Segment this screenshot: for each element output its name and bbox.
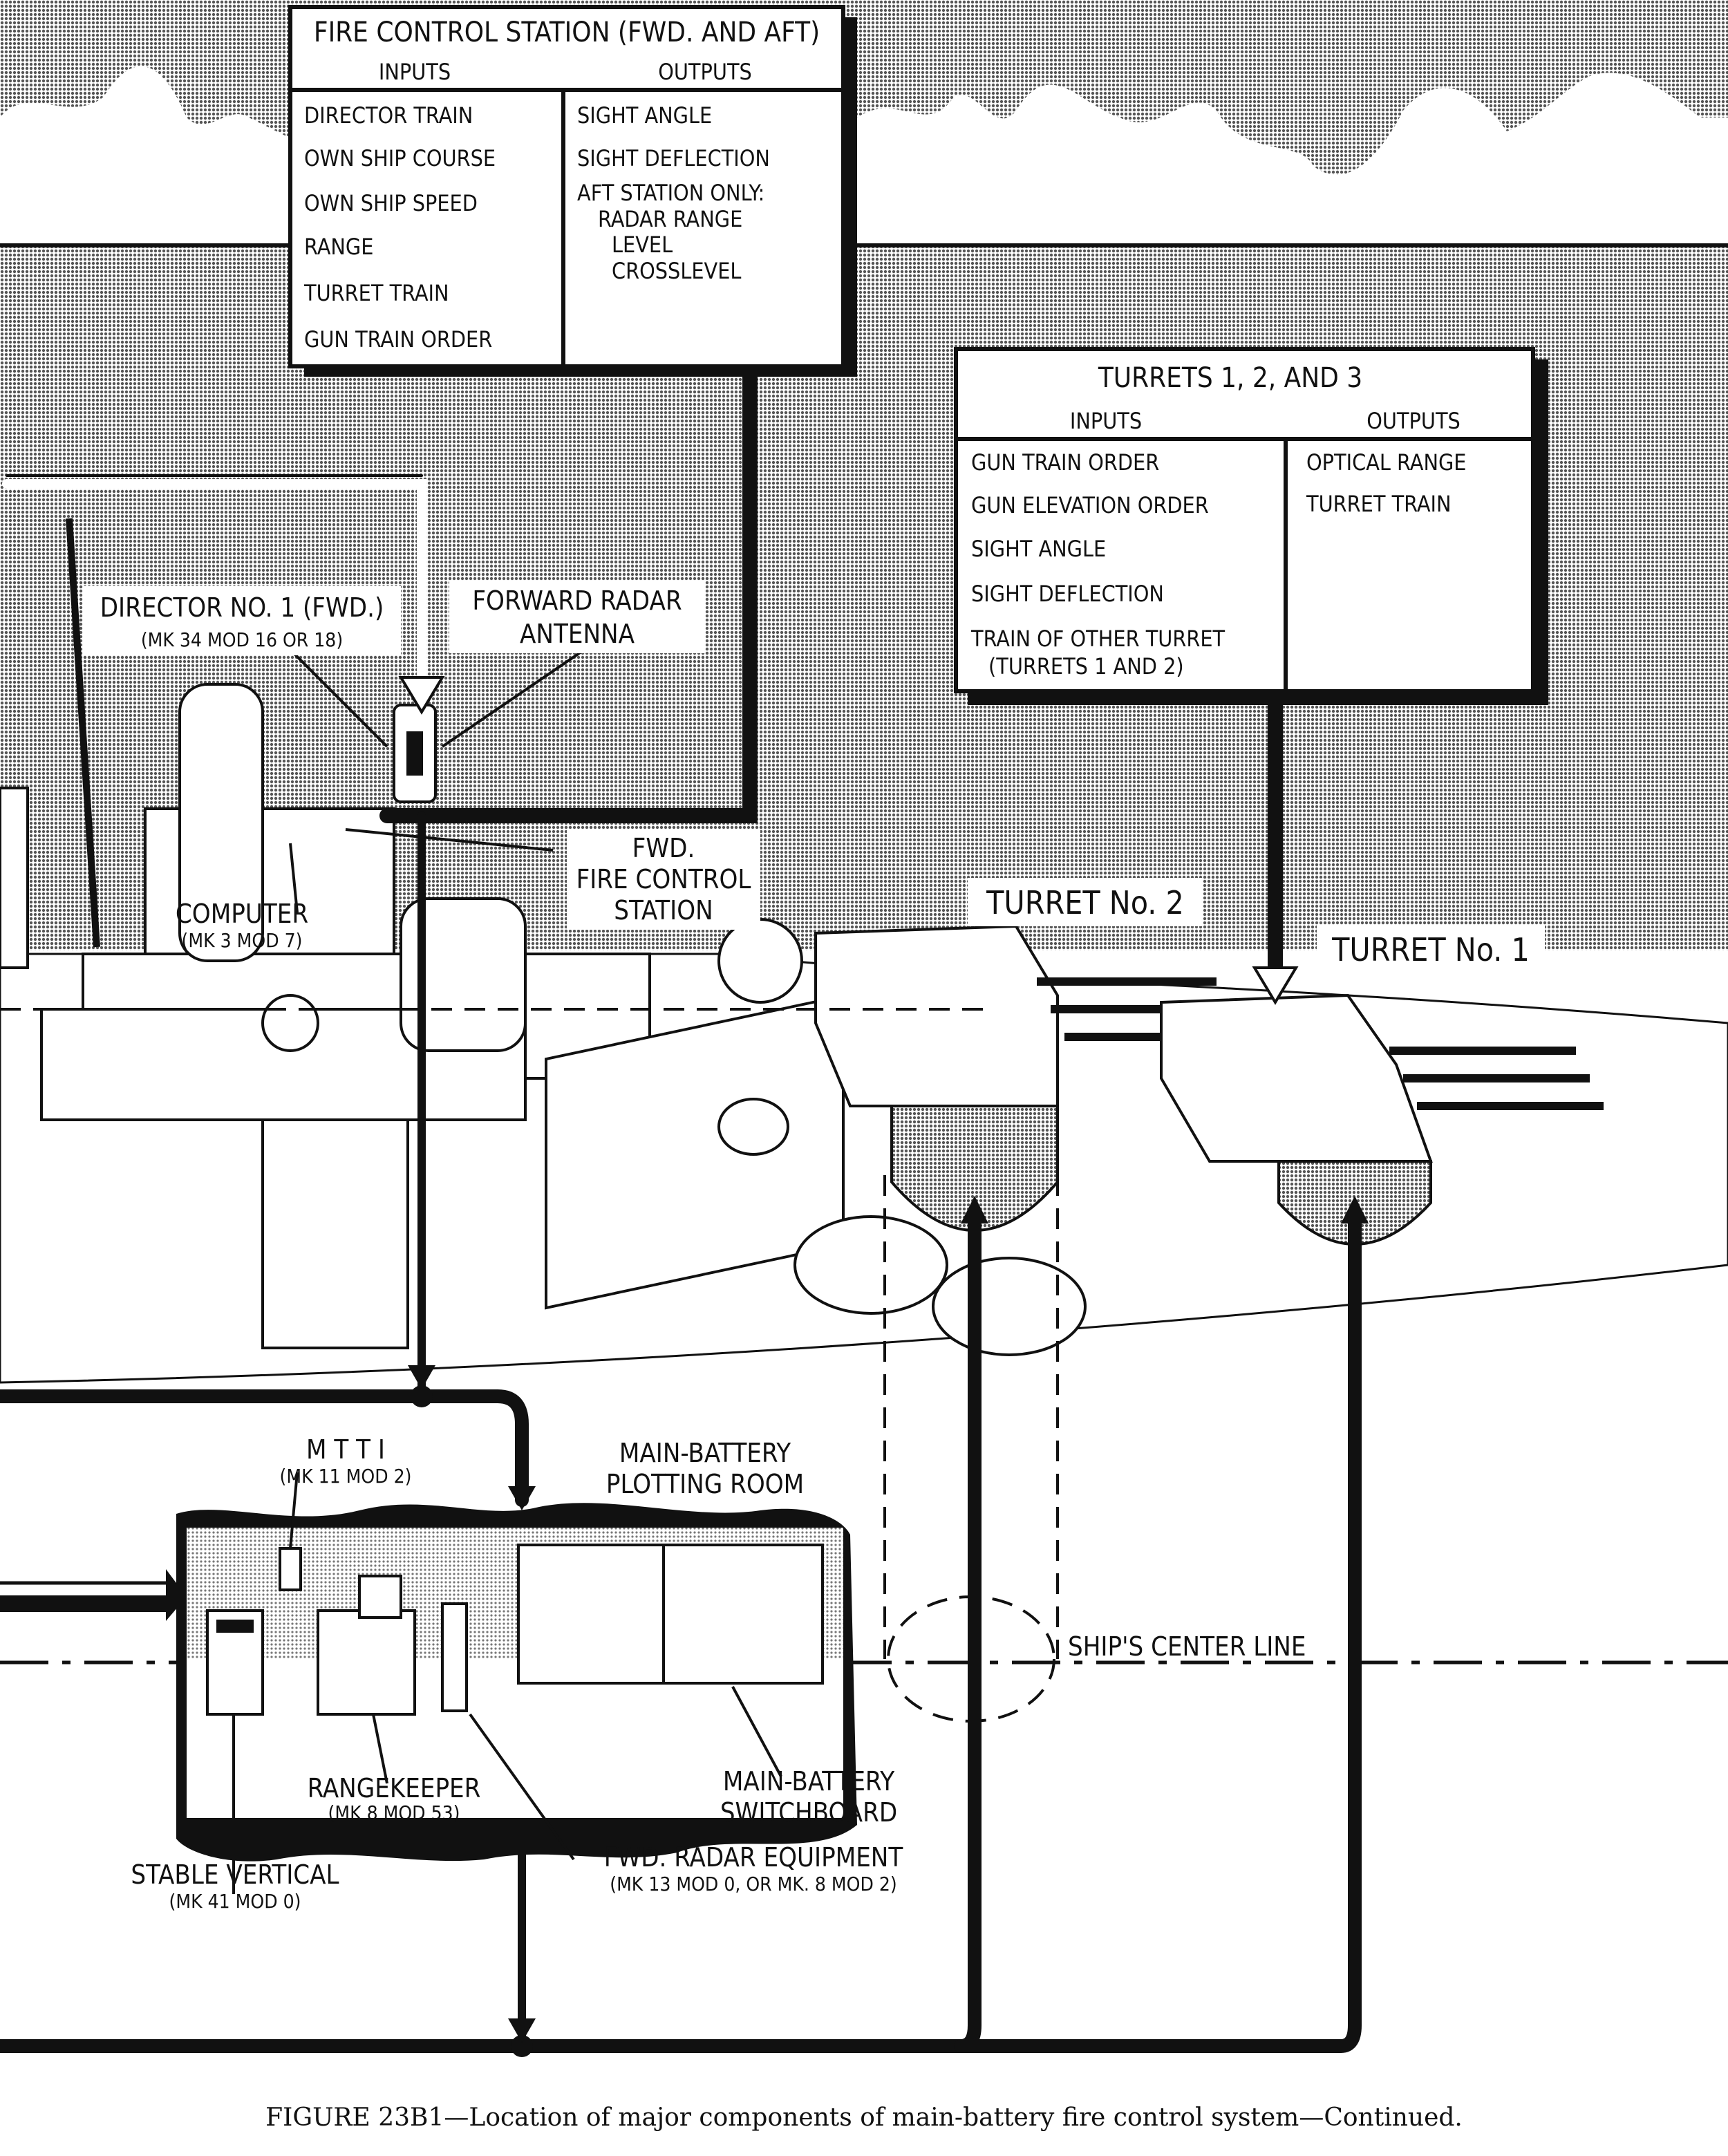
arrow-to-turret1 bbox=[1252, 966, 1299, 1005]
radar-antenna-label-2: ANTENNA bbox=[520, 619, 635, 649]
rangekeeper-label: RANGEKEEPER bbox=[308, 1773, 481, 1803]
turrets-inputs-header: INPUTS bbox=[1070, 408, 1142, 434]
fcs-output-item: CROSSLEVEL bbox=[612, 258, 741, 284]
figure-caption: FIGURE 23B1—Location of major components… bbox=[265, 2103, 1463, 2132]
director-model: (MK 34 MOD 16 OR 18) bbox=[141, 628, 343, 651]
fcs-input-item: RANGE bbox=[304, 234, 373, 260]
fcs-output-item: RADAR RANGE bbox=[598, 206, 742, 232]
switchboard-unit bbox=[517, 1544, 824, 1685]
stable-vertical-model: (MK 41 MOD 0) bbox=[169, 1890, 301, 1913]
director-no1 bbox=[393, 704, 437, 803]
turrets-box-title: TURRETS 1, 2, AND 3 bbox=[1098, 362, 1362, 394]
sky bbox=[0, 0, 1728, 246]
fcs-inputs-header: INPUTS bbox=[379, 59, 451, 85]
turrets-output-item: TURRET TRAIN bbox=[1306, 491, 1452, 517]
switchboard-label-1: MAIN-BATTERY bbox=[723, 1766, 894, 1797]
signal-paths bbox=[0, 359, 1362, 2053]
fcs-output-item: SIGHT DEFLECTION bbox=[577, 145, 770, 171]
turrets-input-item: GUN TRAIN ORDER bbox=[971, 449, 1159, 476]
fcs-output-item: AFT STATION ONLY: bbox=[577, 180, 764, 206]
mtti-unit bbox=[279, 1547, 302, 1591]
turrets-input-item: SIGHT DEFLECTION bbox=[971, 581, 1164, 607]
fwd-fcs-label-1: FWD. bbox=[632, 833, 695, 863]
turrets-output-item: OPTICAL RANGE bbox=[1306, 449, 1466, 476]
callout-labels: DIRECTOR NO. 1 (FWD.) (MK 34 MOD 16 OR 1… bbox=[83, 581, 1545, 1913]
turrets-input-item: SIGHT ANGLE bbox=[971, 536, 1106, 562]
turrets-input-item: (TURRETS 1 AND 2) bbox=[988, 653, 1184, 679]
centerline-label: SHIP'S CENTER LINE bbox=[1068, 1631, 1306, 1662]
radar-antenna-label-1: FORWARD RADAR bbox=[472, 585, 682, 616]
turret-1-label: TURRET No. 1 bbox=[1331, 931, 1530, 968]
rangekeeper-model: (MK 8 MOD 53) bbox=[328, 1801, 460, 1824]
fcs-output-item: SIGHT ANGLE bbox=[577, 102, 712, 129]
rangekeeper-unit bbox=[317, 1609, 416, 1716]
radar-equipment-model: (MK 13 MOD 0, OR MK. 8 MOD 2) bbox=[610, 1873, 897, 1895]
turret-2-label: TURRET No. 2 bbox=[986, 884, 1184, 921]
turrets-input-item: TRAIN OF OTHER TURRET bbox=[970, 626, 1225, 652]
turrets-box: TURRETS 1, 2, AND 3 INPUTS OUTPUTS GUN T… bbox=[954, 347, 1548, 705]
junction-dots bbox=[411, 1385, 533, 2057]
fcs-input-item: GUN TRAIN ORDER bbox=[304, 326, 492, 353]
arrow-to-director bbox=[398, 676, 445, 715]
arrow-to-turret1-up bbox=[1341, 1196, 1369, 1224]
arrow-to-deck-junction bbox=[408, 1365, 435, 1389]
plotting-room-equipment bbox=[206, 1544, 824, 1716]
plotting-room-label-1: MAIN-BATTERY bbox=[619, 1438, 791, 1468]
mtti-model: (MK 11 MOD 2) bbox=[280, 1465, 412, 1488]
cloud-right bbox=[857, 73, 1728, 246]
mtti-label: M T T I bbox=[306, 1434, 385, 1465]
cloud-left bbox=[0, 66, 290, 246]
arrow-to-turret2 bbox=[961, 1196, 988, 1224]
computer-label: COMPUTER bbox=[176, 899, 308, 929]
radar-equipment-unit bbox=[441, 1602, 468, 1712]
switchboard-label-2: SWITCHBOARD bbox=[720, 1797, 897, 1828]
computer-model: (MK 3 MOD 7) bbox=[182, 929, 303, 952]
fwd-fcs-label-3: STATION bbox=[614, 895, 713, 926]
radar-equipment-label: FWD. RADAR EQUIPMENT bbox=[604, 1842, 903, 1873]
director-label: DIRECTOR NO. 1 (FWD.) bbox=[100, 592, 384, 623]
turret-2 bbox=[814, 924, 1244, 1232]
fcs-box-title: FIRE CONTROL STATION (FWD. AND AFT) bbox=[314, 17, 820, 48]
plotting-room-label-2: PLOTTING ROOM bbox=[606, 1469, 804, 1499]
fcs-output-item: LEVEL bbox=[612, 232, 673, 258]
turrets-outputs-header: OUTPUTS bbox=[1367, 408, 1461, 434]
fcs-outputs-header: OUTPUTS bbox=[658, 59, 752, 85]
leader-lines bbox=[232, 641, 782, 1894]
fcs-input-item: OWN SHIP COURSE bbox=[304, 145, 496, 171]
fire-control-station-box: FIRE CONTROL STATION (FWD. AND AFT) INPU… bbox=[288, 5, 857, 377]
stable-vertical-label: STABLE VERTICAL bbox=[131, 1859, 339, 1890]
turret-1 bbox=[1160, 993, 1604, 1246]
fwd-fcs-label-2: FIRE CONTROL bbox=[576, 864, 751, 894]
arrow-to-plotting-room bbox=[508, 1486, 536, 1510]
fcs-input-item: OWN SHIP SPEED bbox=[304, 190, 478, 216]
superstructure bbox=[0, 518, 1087, 1356]
arrow-to-bottom-trunk bbox=[508, 2018, 536, 2043]
fcs-input-item: DIRECTOR TRAIN bbox=[304, 102, 473, 129]
turrets-input-item: GUN ELEVATION ORDER bbox=[971, 492, 1209, 518]
fcs-input-item: TURRET TRAIN bbox=[303, 280, 449, 306]
